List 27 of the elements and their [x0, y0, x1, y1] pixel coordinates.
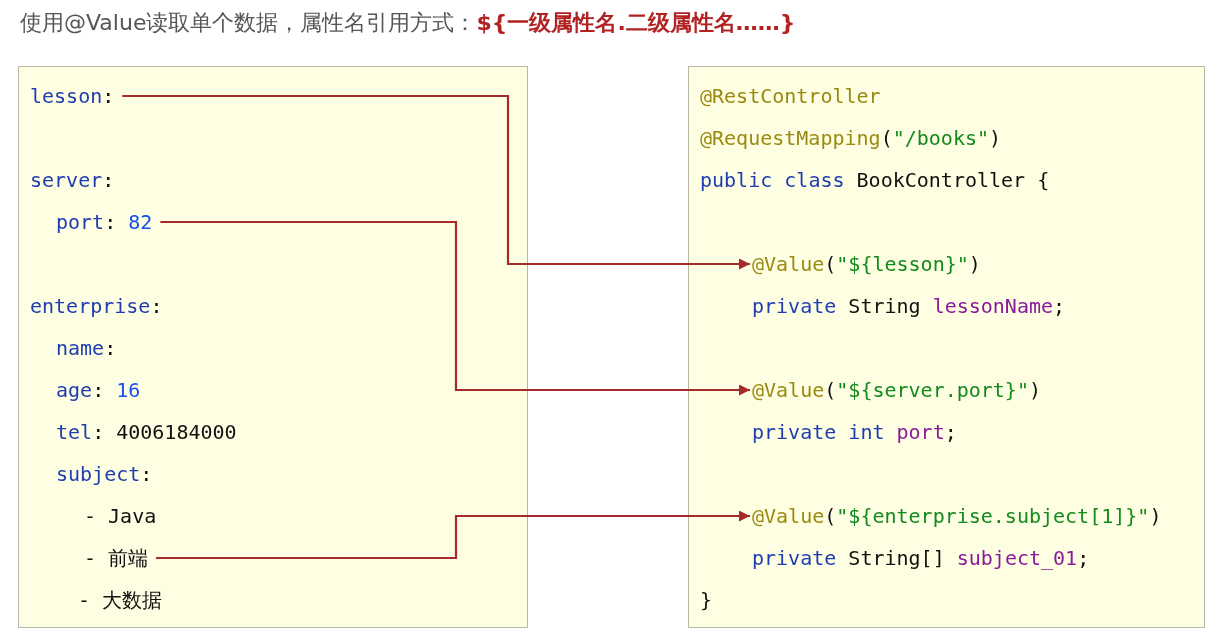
code-line: private String[] subject_01; — [752, 546, 1090, 570]
config-line: age: 16 — [56, 378, 141, 402]
config-line: - 大数据 — [78, 588, 163, 612]
config-line: enterprise: — [30, 294, 163, 318]
code-line: @Value("${lesson}") — [752, 252, 981, 276]
config-line: lesson: — [30, 84, 115, 108]
config-line: name: — [56, 336, 117, 360]
arrow — [160, 220, 750, 396]
config-line: - Java — [84, 504, 157, 528]
title: 使用@Value读取单个数据，属性名引用方式：${一级属性名.二级属性名……} — [20, 9, 796, 37]
code-line: } — [700, 588, 713, 612]
config-line: subject: — [56, 462, 153, 486]
code-line: @RestController — [700, 84, 881, 108]
config-line: tel: 4006184000 — [56, 420, 237, 444]
code-line: public class BookController { — [700, 168, 1050, 192]
code-line: @Value("${enterprise.subject[1]}") — [752, 504, 1162, 528]
code-line: private String lessonName; — [752, 294, 1066, 318]
config-line: port: 82 — [56, 210, 153, 234]
code-line: @RequestMapping("/books") — [700, 126, 1002, 150]
arrow — [122, 94, 750, 270]
code-panel — [688, 66, 1205, 628]
code-line: private int port; — [752, 420, 957, 444]
config-line: - 前端 — [84, 546, 149, 570]
arrow — [156, 510, 750, 560]
code-panel — [18, 66, 528, 628]
code-line: @Value("${server.port}") — [752, 378, 1041, 402]
config-line: server: — [30, 168, 115, 192]
